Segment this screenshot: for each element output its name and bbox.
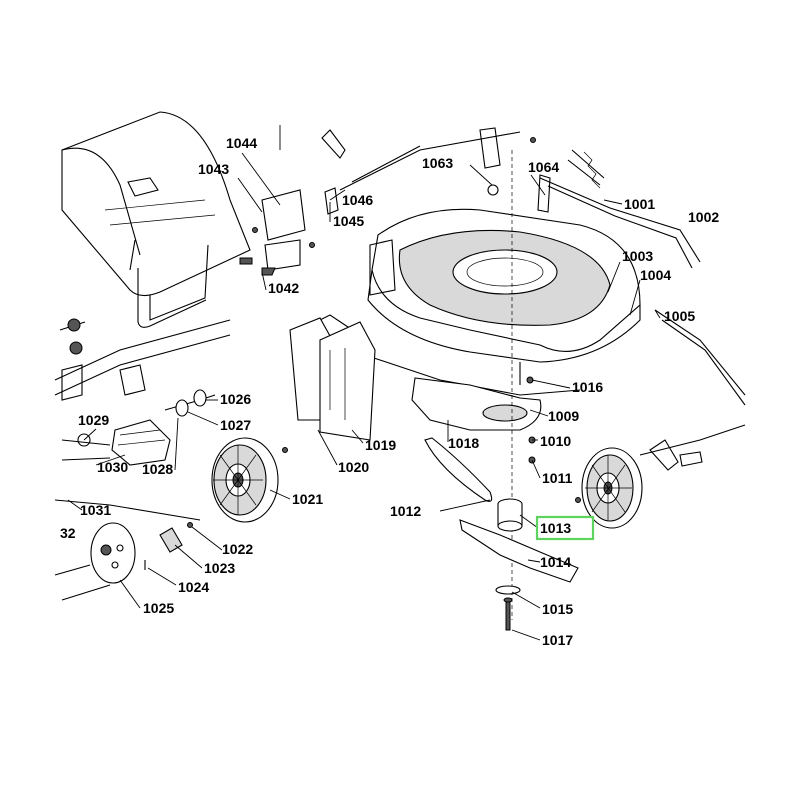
leader-lines bbox=[67, 125, 661, 641]
label-1046: 1046 bbox=[342, 192, 373, 208]
label-1023: 1023 bbox=[204, 560, 235, 576]
label-1017: 1017 bbox=[542, 632, 573, 648]
label-1014: 1014 bbox=[540, 554, 571, 570]
label-1009: 1009 bbox=[548, 408, 579, 424]
label-1022: 1022 bbox=[222, 541, 253, 557]
top-parts-drawing bbox=[479, 127, 551, 213]
label-1043: 1043 bbox=[198, 161, 229, 177]
deck-drawing bbox=[299, 208, 641, 396]
wheel-left-drawing bbox=[211, 437, 288, 523]
label-1064: 1064 bbox=[528, 159, 559, 175]
label-1020: 1020 bbox=[338, 459, 369, 475]
part-labels: 1044 1043 1046 1045 1042 1063 1064 1001 … bbox=[60, 135, 719, 648]
label-1010: 1010 bbox=[540, 433, 571, 449]
highlight-box-1013 bbox=[535, 515, 595, 541]
label-1018: 1018 bbox=[448, 435, 479, 451]
label-1021: 1021 bbox=[292, 491, 323, 507]
label-1011: 1011 bbox=[542, 470, 573, 486]
label-1028: 1028 bbox=[142, 461, 173, 477]
label-1005: 1005 bbox=[664, 308, 695, 324]
blade-assembly-drawing bbox=[459, 150, 579, 631]
label-1012: 1012 bbox=[390, 503, 421, 519]
belt-drawing bbox=[424, 437, 493, 502]
label-1019: 1019 bbox=[365, 437, 396, 453]
label-1045: 1045 bbox=[333, 213, 364, 229]
label-1063: 1063 bbox=[422, 155, 453, 171]
label-1016: 1016 bbox=[572, 379, 603, 395]
label-1024: 1024 bbox=[178, 579, 209, 595]
wheel-right-drawing bbox=[575, 439, 703, 529]
label-1044: 1044 bbox=[226, 135, 257, 151]
label-1031: 1031 bbox=[80, 502, 111, 518]
label-1026: 1026 bbox=[220, 391, 251, 407]
label-1025: 1025 bbox=[143, 600, 174, 616]
label-1003: 1003 bbox=[622, 248, 653, 264]
label-1030: 1030 bbox=[97, 459, 128, 475]
label-1029: 1029 bbox=[78, 412, 109, 428]
hubcap-drawing bbox=[90, 522, 193, 584]
grass-bag-drawing bbox=[61, 111, 251, 328]
label-1015: 1015 bbox=[542, 601, 573, 617]
handle-drawing bbox=[321, 129, 746, 456]
label-1013: 1013 bbox=[540, 520, 571, 536]
gearbox-drawing bbox=[54, 318, 231, 601]
label-1004: 1004 bbox=[640, 267, 671, 283]
baffle-drawing bbox=[411, 377, 542, 431]
bracket-drawing bbox=[239, 187, 396, 296]
label-1002: 1002 bbox=[688, 209, 719, 225]
label-1001: 1001 bbox=[624, 196, 655, 212]
rear-flap-drawing bbox=[289, 317, 376, 441]
label-32: 32 bbox=[60, 525, 76, 541]
label-1027: 1027 bbox=[220, 417, 251, 433]
label-1042: 1042 bbox=[268, 280, 299, 296]
